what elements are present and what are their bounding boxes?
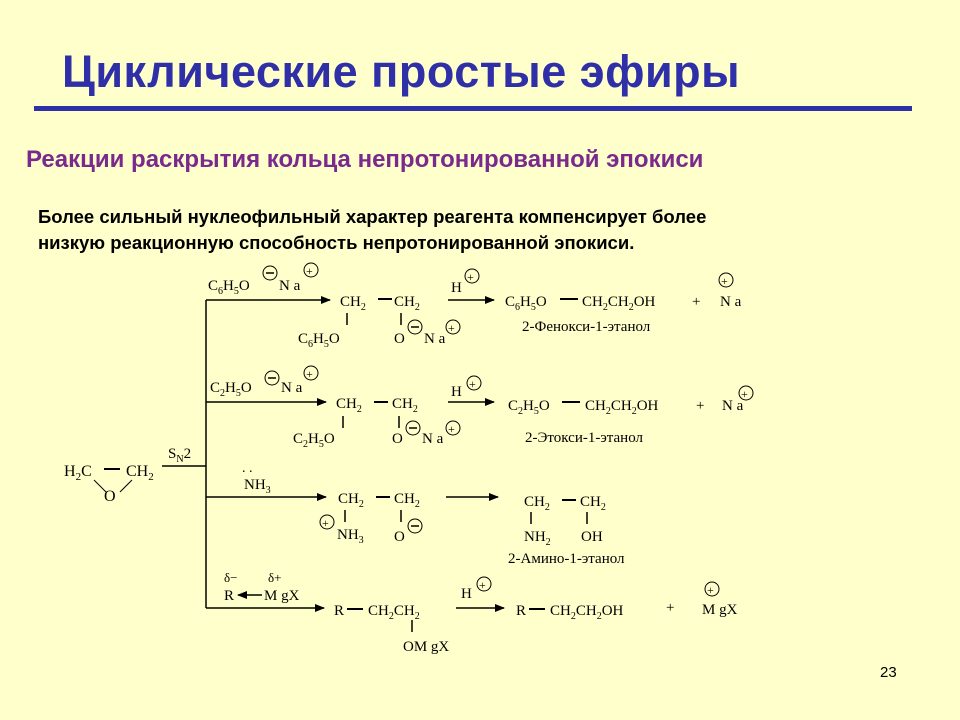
svg-text:O: O <box>394 529 405 545</box>
product-name-ethoxy: 2-Этокси-1-этанол <box>525 430 644 446</box>
svg-text:C6H5O: C6H5O <box>505 294 547 313</box>
svg-text:R: R <box>516 603 526 619</box>
svg-text:C2H5O: C2H5O <box>210 380 252 399</box>
svg-text:CH2CH2: CH2CH2 <box>368 603 420 622</box>
svg-text:+: + <box>707 583 714 597</box>
svg-text:N a: N a <box>281 380 303 396</box>
svg-text:+: + <box>306 367 313 381</box>
svg-text:OH: OH <box>581 529 603 545</box>
svg-text:H: H <box>461 586 472 602</box>
intro-text: Более сильный нуклеофильный характер реа… <box>38 204 938 256</box>
sn2-label: SN2 <box>168 446 191 465</box>
svg-text:CH2: CH2 <box>580 494 606 513</box>
svg-text:CH2: CH2 <box>392 396 418 415</box>
reaction-grignard: δ− δ+ R M gX R CH2CH2 OM gX H + R CH2CH2… <box>206 570 738 655</box>
svg-text:+: + <box>721 274 728 288</box>
intro-line-2: низкую реакционную способность непротони… <box>38 232 635 253</box>
reaction-phenoxide: C6H5O N a + CH2 CH2 C6H5O O N a + H + C6… <box>206 262 742 350</box>
svg-text:CH2CH2OH: CH2CH2OH <box>550 603 624 622</box>
svg-text:CH2CH2OH: CH2CH2OH <box>582 294 656 313</box>
svg-text:+: + <box>448 422 455 436</box>
svg-text:+: + <box>666 600 674 616</box>
svg-text:+: + <box>322 516 329 530</box>
svg-text:CH2: CH2 <box>338 491 364 510</box>
svg-text:CH2: CH2 <box>394 491 420 510</box>
slide-title: Циклические простые эфиры <box>62 46 741 97</box>
svg-text:N a: N a <box>279 278 301 294</box>
svg-text:OM gX: OM gX <box>403 639 449 655</box>
reaction-ethoxide: C2H5O N a + CH2 CH2 C2H5O O N a + H + C2… <box>206 365 754 450</box>
svg-text:N a: N a <box>424 331 446 347</box>
svg-text:NH2: NH2 <box>524 529 551 548</box>
svg-text:+: + <box>448 321 455 335</box>
svg-text:CH2CH2OH: CH2CH2OH <box>585 398 659 417</box>
svg-text:+: + <box>479 578 486 592</box>
svg-text:C2H5O: C2H5O <box>508 398 550 417</box>
svg-text:H2C: H2C <box>64 463 92 483</box>
reaction-ammonia: . . NH3 CH2 CH2 + NH3 O CH2 CH2 NH2 OH 2… <box>206 461 625 567</box>
svg-text:+: + <box>306 264 313 278</box>
svg-text:C6H5O: C6H5O <box>298 331 340 350</box>
svg-text:CH2: CH2 <box>336 396 362 415</box>
svg-text:NH3: NH3 <box>337 527 364 546</box>
svg-text:+: + <box>467 270 474 284</box>
svg-text:O: O <box>104 488 116 505</box>
svg-text:O: O <box>392 431 403 447</box>
page-number: 23 <box>880 664 897 681</box>
svg-text:C6H5O: C6H5O <box>208 278 250 297</box>
svg-text:+: + <box>741 387 748 401</box>
svg-text:CH2: CH2 <box>126 463 154 483</box>
product-name-amino: 2-Амино-1-этанол <box>508 551 625 567</box>
svg-text:+: + <box>469 377 476 391</box>
svg-text:CH2: CH2 <box>340 294 366 313</box>
svg-text:M gX: M gX <box>264 588 300 604</box>
svg-text:O: O <box>394 331 405 347</box>
svg-text:CH2: CH2 <box>524 494 550 513</box>
svg-text:C2H5O: C2H5O <box>293 431 335 450</box>
slide-subtitle: Реакции раскрытия кольца непротонированн… <box>26 146 704 173</box>
svg-text:N a: N a <box>722 398 744 414</box>
svg-text:NH3: NH3 <box>244 477 271 496</box>
svg-text:. .: . . <box>242 461 253 476</box>
svg-text:δ−: δ− <box>224 570 237 585</box>
svg-text:R: R <box>224 588 234 604</box>
title-underline <box>34 106 912 111</box>
svg-text:+: + <box>696 398 704 414</box>
svg-text:R: R <box>334 603 344 619</box>
intro-line-1: Более сильный нуклеофильный характер реа… <box>38 206 707 227</box>
svg-text:+: + <box>692 294 700 310</box>
svg-text:δ+: δ+ <box>268 570 281 585</box>
svg-text:N a: N a <box>422 431 444 447</box>
svg-text:M gX: M gX <box>702 602 738 618</box>
svg-text:H: H <box>451 384 462 400</box>
svg-text:H: H <box>451 280 462 296</box>
product-name-phenoxy: 2-Фенокси-1-этанол <box>522 319 651 335</box>
svg-text:CH2: CH2 <box>394 294 420 313</box>
epoxide-structure: H2C CH2 O <box>64 463 154 505</box>
svg-text:N a: N a <box>720 294 742 310</box>
